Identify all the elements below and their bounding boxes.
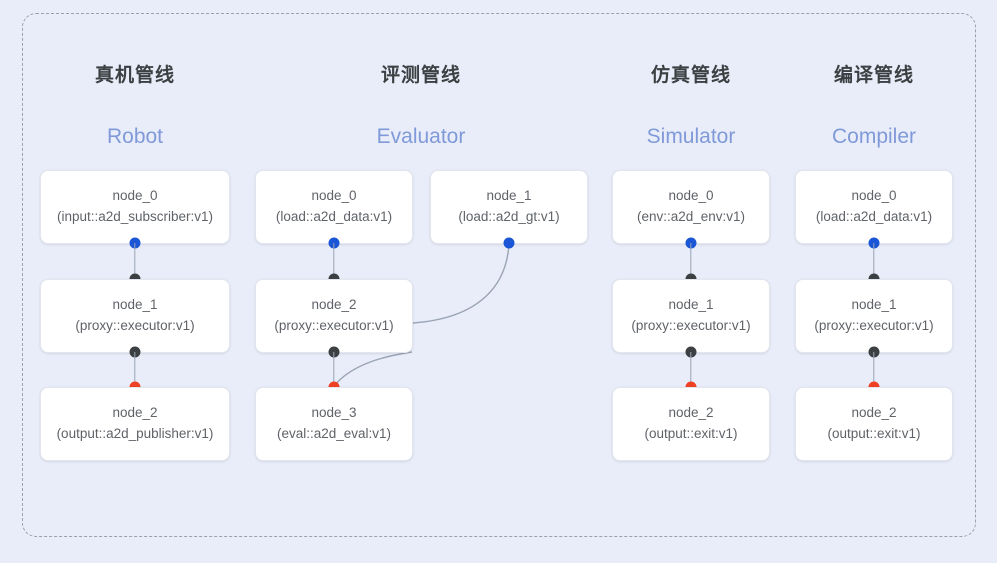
node-name: node_1 [668, 297, 714, 313]
node-name: node_2 [851, 405, 897, 421]
column-subtitle-evaluator: Evaluator [376, 125, 466, 148]
node-signature: (output::a2d_publisher:v1) [56, 426, 214, 441]
diagram-dashed-frame [22, 13, 976, 537]
column-title-simulator: 仿真管线 [650, 65, 731, 86]
link-simulator-0-1 [690, 243, 692, 279]
node-signature: (proxy::executor:v1) [631, 318, 751, 333]
node-name: node_1 [486, 188, 532, 204]
node-evaluator-0[interactable]: node_0 (load::a2d_data:v1) [255, 170, 413, 244]
node-name: node_0 [851, 188, 897, 204]
column-subtitle-compiler: Compiler [831, 125, 917, 148]
node-signature: (load::a2d_data:v1) [815, 209, 933, 224]
node-signature: (load::a2d_data:v1) [275, 209, 393, 224]
node-name: node_2 [668, 405, 714, 421]
node-signature: (output::exit:v1) [827, 426, 921, 441]
node-evaluator-3[interactable]: node_3 (eval::a2d_eval:v1) [255, 387, 413, 461]
node-name: node_2 [311, 297, 357, 313]
column-title-compiler: 编译管线 [833, 65, 914, 86]
node-signature: (proxy::executor:v1) [814, 318, 934, 333]
node-signature: (proxy::executor:v1) [274, 318, 394, 333]
node-evaluator-gt[interactable]: node_1 (load::a2d_gt:v1) [430, 170, 588, 244]
node-compiler-2[interactable]: node_2 (output::exit:v1) [795, 387, 953, 461]
node-name: node_3 [311, 405, 357, 421]
node-compiler-0[interactable]: node_0 (load::a2d_data:v1) [795, 170, 953, 244]
node-simulator-1[interactable]: node_1 (proxy::executor:v1) [612, 279, 770, 353]
node-signature: (load::a2d_gt:v1) [458, 209, 560, 224]
column-title-robot: 真机管线 [94, 65, 175, 86]
node-signature: (env::a2d_env:v1) [636, 209, 746, 224]
node-compiler-1[interactable]: node_1 (proxy::executor:v1) [795, 279, 953, 353]
link-evaluator-0-2 [333, 243, 335, 279]
node-signature: (input::a2d_subscriber:v1) [56, 209, 214, 224]
node-simulator-0[interactable]: node_0 (env::a2d_env:v1) [612, 170, 770, 244]
node-name: node_0 [311, 188, 357, 204]
node-name: node_2 [112, 405, 158, 421]
link-compiler-0-1 [873, 243, 875, 279]
node-name: node_1 [112, 297, 158, 313]
node-name: node_1 [851, 297, 897, 313]
link-robot-0-1 [134, 243, 136, 279]
column-subtitle-robot: Robot [106, 125, 164, 148]
node-name: node_0 [668, 188, 714, 204]
column-title-evaluator: 评测管线 [380, 65, 461, 86]
column-subtitle-simulator: Simulator [646, 125, 736, 148]
node-evaluator-2[interactable]: node_2 (proxy::executor:v1) [255, 279, 413, 353]
link-compiler-1-2 [873, 352, 875, 387]
node-signature: (eval::a2d_eval:v1) [276, 426, 392, 441]
node-simulator-2[interactable]: node_2 (output::exit:v1) [612, 387, 770, 461]
node-robot-2[interactable]: node_2 (output::a2d_publisher:v1) [40, 387, 230, 461]
link-simulator-1-2 [690, 352, 692, 387]
port-output-evaluator-gt[interactable] [503, 237, 515, 249]
link-robot-1-2 [134, 352, 136, 387]
node-robot-0[interactable]: node_0 (input::a2d_subscriber:v1) [40, 170, 230, 244]
node-signature: (proxy::executor:v1) [75, 318, 195, 333]
link-evaluator-2-3 [333, 352, 335, 387]
node-signature: (output::exit:v1) [644, 426, 738, 441]
node-robot-1[interactable]: node_1 (proxy::executor:v1) [40, 279, 230, 353]
node-name: node_0 [112, 188, 158, 204]
